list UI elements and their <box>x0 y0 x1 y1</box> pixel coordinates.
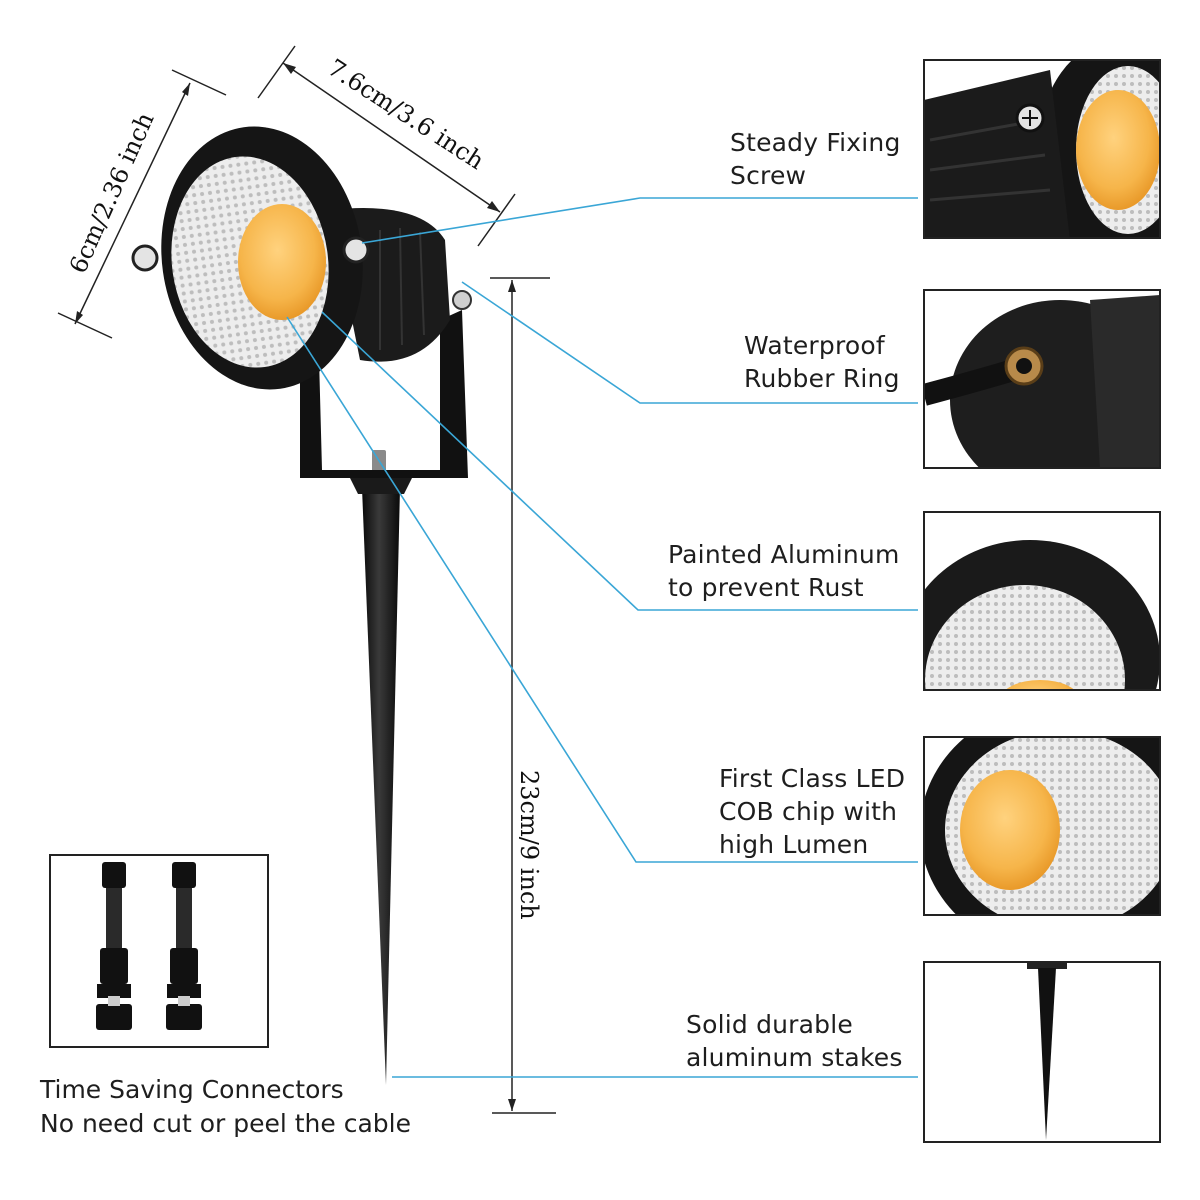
thumb-rubber-ring-closeup <box>923 289 1161 469</box>
connector-caption: Time Saving Connectors No need cut or pe… <box>40 1075 411 1138</box>
callout-line-aluminum <box>321 311 918 611</box>
thumb-screw-closeup <box>923 59 1161 239</box>
callout-line-screw <box>361 197 918 244</box>
callout-lines <box>286 197 918 1078</box>
length-dimension-label: 23cm/9 inch <box>515 770 543 920</box>
feature-label-rubber-ring: Waterproof Rubber Ring <box>744 331 900 393</box>
led-chip <box>238 204 326 320</box>
thumb-connectors <box>49 854 269 1048</box>
feature-label-stake: Solid durable aluminum stakes <box>686 1010 903 1072</box>
stake <box>362 488 400 1085</box>
width-dimension-label: 7.6cm/3.6 inch <box>323 54 489 176</box>
dimension-length: 23cm/9 inch <box>490 277 556 1114</box>
cable-connector-icon <box>166 862 202 1030</box>
feature-label-aluminum: Painted Aluminum to prevent Rust <box>668 540 900 602</box>
thumb-led-chip-closeup <box>923 736 1161 916</box>
callout-line-led <box>286 316 918 863</box>
thumb-stake-closeup <box>923 961 1161 1143</box>
cable-connector-icon <box>96 862 132 1030</box>
callout-line-rubber-ring <box>461 281 918 404</box>
thumb-aluminum-closeup <box>923 511 1161 691</box>
feature-label-led: First Class LED COB chip with high Lumen <box>719 764 906 859</box>
feature-label-screw: Steady Fixing Screw <box>730 128 901 190</box>
